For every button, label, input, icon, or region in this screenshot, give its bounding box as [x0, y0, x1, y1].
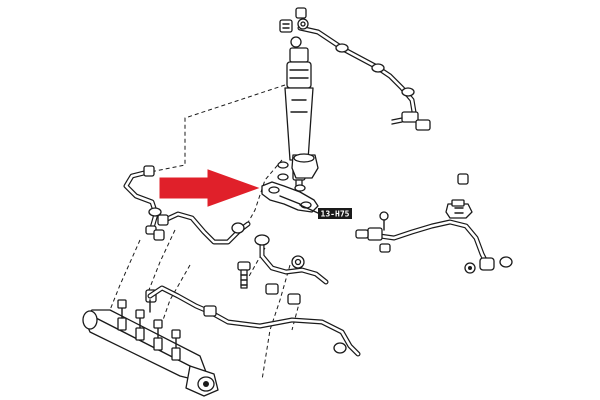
long-fuel-pipe — [147, 285, 361, 357]
common-rail — [82, 299, 207, 381]
mounting-bolt — [237, 261, 251, 289]
line-bracket — [445, 173, 473, 219]
leader-lines — [109, 84, 301, 381]
injection-pipe-left — [123, 165, 162, 235]
line-connector — [464, 256, 513, 274]
top-clamp-parts — [279, 7, 309, 33]
part-number-label: 13-H75 — [321, 210, 350, 219]
rail-pressure-sensor — [185, 365, 219, 397]
injector-washers — [277, 153, 319, 192]
injection-pipe-right — [254, 234, 329, 285]
red-indicator-arrow — [159, 169, 260, 207]
injector-clamp — [261, 181, 319, 213]
fuel-feed-line — [355, 211, 489, 265]
part-number-tag: 13-H75 — [299, 204, 352, 219]
injection-pipe-middle — [153, 211, 251, 245]
return-fuel-pipe — [297, 25, 431, 131]
